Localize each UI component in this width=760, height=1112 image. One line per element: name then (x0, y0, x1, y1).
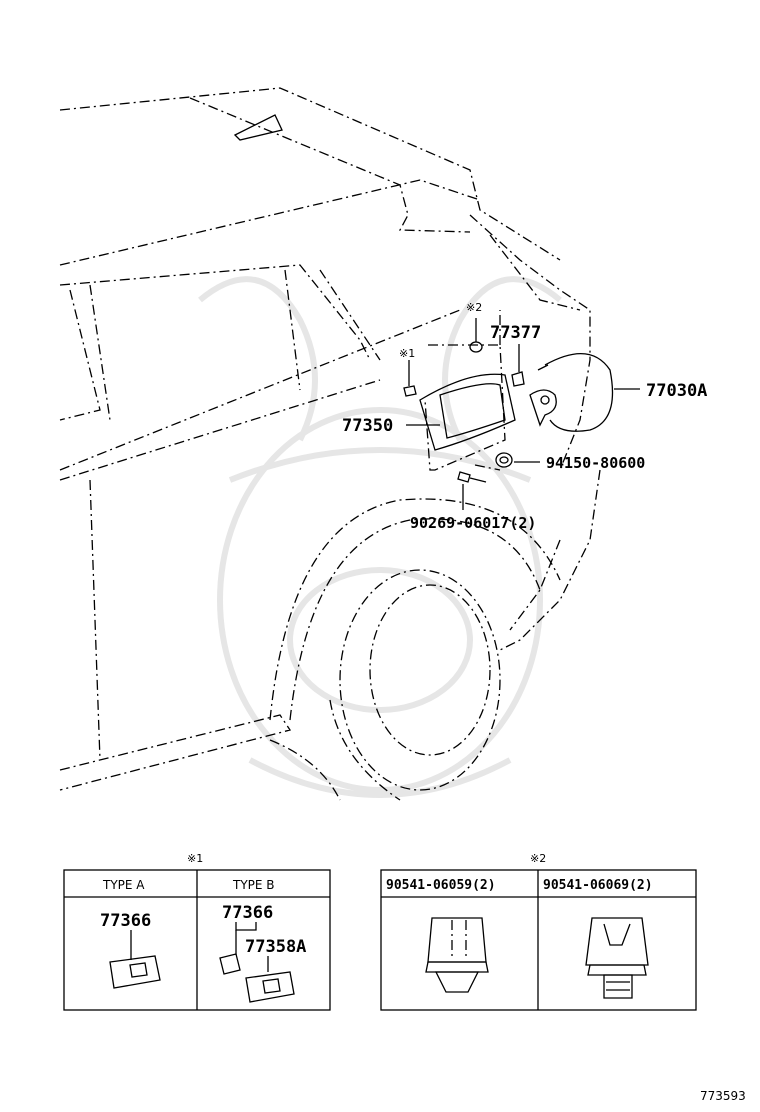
label-plate-b-icon (245, 971, 295, 1003)
type-a-part-label[interactable]: 77366 (100, 911, 151, 931)
table1-mark: ※1 (187, 852, 203, 865)
watermark-emblem (198, 276, 562, 798)
grommet-06069-header[interactable]: 90541-06069(2) (543, 878, 653, 893)
type-b-header: TYPE B (232, 878, 275, 892)
type-b-part2-label[interactable]: 77358A (245, 937, 306, 957)
part-90269-06017-label[interactable]: 90269-06017(2) (410, 514, 536, 532)
opener-cable (544, 352, 614, 432)
part-77030A-label[interactable]: 77030A (646, 381, 707, 401)
part-77350-label[interactable]: 77350 (342, 416, 393, 436)
label-plate-icon (109, 955, 161, 989)
wheel-and-arch (269, 498, 561, 801)
grommet-06059-header[interactable]: 90541-06059(2) (386, 878, 496, 893)
grommet-type-table: ※2 90541-06059(2) 90541-06069(2) (380, 852, 697, 1011)
vehicle-body-outline (59, 87, 601, 791)
callout-labels: ※2 77377 ※1 77030A 77350 94150-80600 902… (342, 301, 707, 532)
part-77377-label[interactable]: 77377 (490, 323, 541, 343)
fuel-lid-lock-icon (529, 389, 557, 427)
clip-type-table: ※1 TYPE A TYPE B 77366 77366 77358A (63, 852, 331, 1011)
note2-mark: ※2 (466, 301, 482, 314)
part-94150-80600-label[interactable]: 94150-80600 (546, 454, 645, 472)
type-a-header: TYPE A (102, 878, 145, 892)
table2-mark: ※2 (530, 852, 546, 865)
clip-icon (403, 385, 417, 397)
grommet-06069-icon (585, 917, 649, 966)
fuel-door-panel (419, 373, 516, 451)
type-b-part1-label[interactable]: 77366 (222, 903, 273, 923)
screw-90269-icon (457, 471, 471, 483)
note1-mark: ※1 (399, 347, 415, 360)
grommet-06059-icon (427, 917, 487, 963)
grommet-icon (469, 341, 483, 353)
seal-pad-icon (219, 953, 241, 975)
leader-lines (406, 318, 640, 510)
screw-icon (511, 371, 525, 387)
figure-number: 773593 (700, 1089, 746, 1103)
nut-icon (495, 452, 513, 468)
